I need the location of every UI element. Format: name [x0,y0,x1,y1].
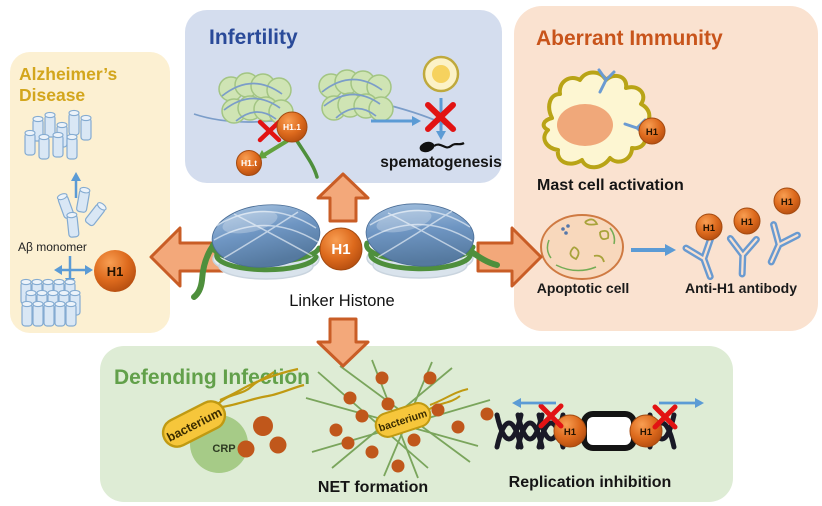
h1-ball: H1 [629,414,663,448]
h1-ball: H1 [553,414,587,448]
linker-histone-caption: Linker Histone [289,292,394,310]
h1-ball: H1 [94,250,136,292]
abeta-monomer-icon [56,186,108,239]
chromatin-cluster-icon [318,69,394,122]
alzheimers-title-line2: Disease [19,85,85,105]
arrow-up-icon [71,172,81,198]
infertility-title: Infertility [209,26,298,49]
h1-center-label: H1 [331,241,350,258]
mast-cell-icon [541,68,652,170]
block-arrow-right [476,226,543,288]
h1-t-label: H1.t [241,158,257,168]
spermatogenesis-caption: spematogenesis [380,154,501,171]
antibody-h1-label: H1 [781,197,794,208]
arrow-right-icon [371,116,421,126]
apoptotic-cell-caption: Apoptotic cell [537,280,630,296]
h1-granules [237,416,287,458]
green-arrow-icon [257,139,289,159]
h1-ball: H1 [638,117,666,145]
replication-inhibition-caption: Replication inhibition [509,474,672,491]
infertility-illustration: Infertility [193,26,502,179]
arrow-left-icon [512,398,556,408]
block-arrow-down [316,317,370,368]
mast-cell-nucleus [557,104,613,146]
chromatin-coil-lines [321,78,383,119]
mast-cell-caption: Mast cell activation [537,177,684,194]
abeta-fibril-cluster-icon [24,109,92,160]
arrow-right-icon [659,398,704,408]
nucleosome-left-icon [191,204,322,300]
sperm-icon [419,141,465,153]
red-cross-icon [652,404,678,430]
antibody-h1-label: H1 [741,217,754,228]
block-arrow-up [316,172,370,223]
alzheimers-title-line1: Alzheimer’s [19,64,117,84]
egg-cell-icon [422,55,460,93]
h1-ball-label: H1 [640,427,653,438]
aberrant-immunity-illustration: Aberrant Immunity H1 Mast cell activatio… [536,27,800,296]
anti-h1-antibody-icon: H1 H1 H1 [686,187,800,281]
anti-h1-antibody-caption: Anti-H1 antibody [685,280,797,296]
crp-label: CRP [212,443,235,455]
dna-tail-curve [295,139,319,179]
h1-ball-label: H1 [646,127,659,138]
double-arrow-icon [54,265,93,275]
h1-ball-label: H1 [564,427,577,438]
h1-ball-center: H1 [319,227,363,271]
chromatin-coil-lines [221,82,283,122]
h1-ball-label: H1 [107,264,124,279]
dna-strand-line [383,103,457,131]
replication-bubble-icon [581,411,637,451]
defending-infection-title: Defending Infection [114,366,310,389]
center-illustration: H1 Linker Histone [149,172,543,368]
h1-1-ball: H1.1 [276,111,308,143]
net-trap-icon: bacterium [305,359,494,479]
receptor-icon [597,68,616,94]
red-cross-icon [257,119,282,143]
defending-infection-illustration: Defending Infection bacterium CRP [114,359,704,496]
apoptotic-cell-icon [540,214,624,280]
h1-1-label: H1.1 [283,122,301,132]
alzheimers-illustration: Alzheimer’s Disease Aβ monomer [18,64,136,327]
flagella-icon [217,367,305,409]
abeta-monomer-label: Aβ monomer [18,240,87,254]
h1-t-ball: H1.t [236,150,262,176]
abeta-aggregate-cluster-icon [20,278,81,327]
nucleosome-right-icon [364,203,500,279]
arrow-right-icon [631,244,676,256]
chromatin-cluster-icon [218,72,294,125]
antibody-h1-label: H1 [703,223,716,234]
net-formation-caption: NET formation [318,479,428,496]
red-cross-icon [538,403,564,429]
aberrant-immunity-title: Aberrant Immunity [536,27,723,50]
red-cross-icon [425,102,456,132]
